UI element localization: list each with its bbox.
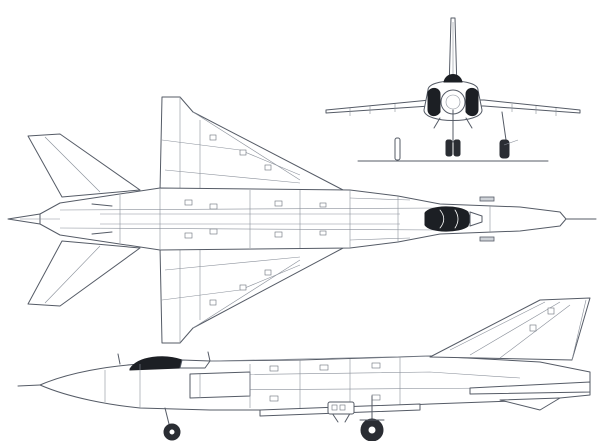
top-view-lower-tailplane [27, 240, 141, 307]
front-view [325, 17, 581, 162]
top-view-upper-wing [159, 96, 346, 192]
side-view-tailplane [469, 381, 591, 395]
top-view-fuselage [39, 187, 567, 251]
top-view-canopy [424, 206, 471, 232]
top-view-upper-tailplane [27, 133, 141, 198]
top-view [7, 96, 597, 344]
side-view-canopy [129, 356, 183, 371]
side-view [17, 297, 591, 441]
